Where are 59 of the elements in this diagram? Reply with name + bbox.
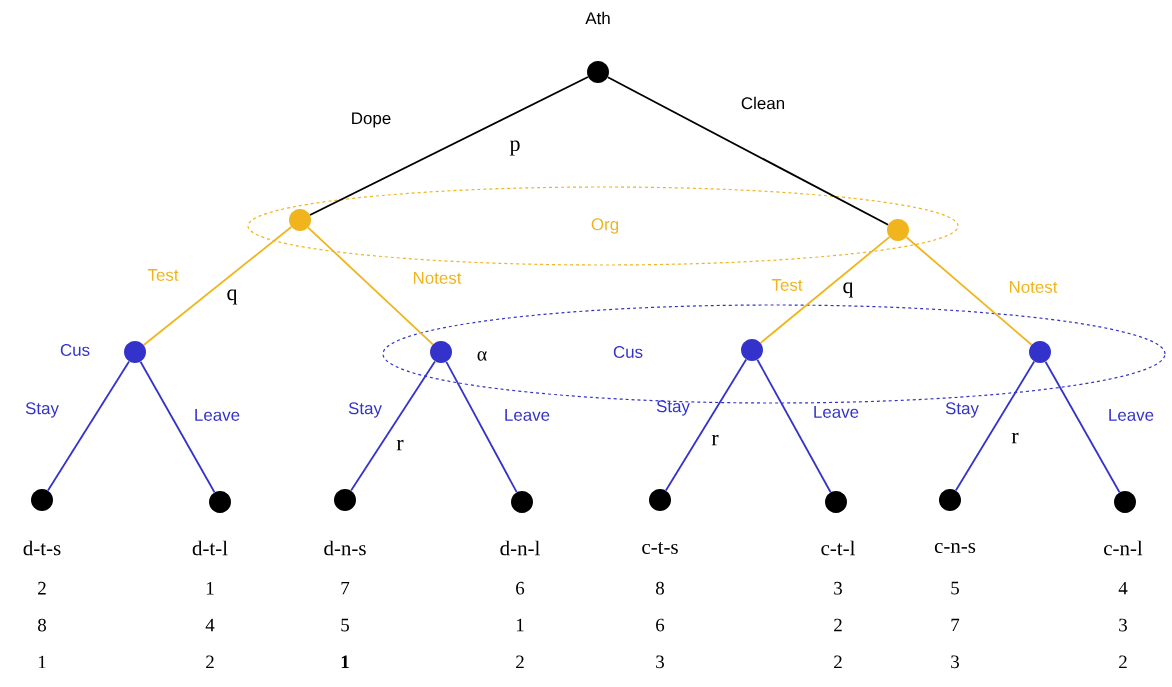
decision-dot [741, 339, 763, 361]
payoff-column: 3 2 2 [834, 581, 842, 669]
branch-line [309, 76, 589, 216]
branch-line [664, 358, 748, 492]
branch-line [759, 236, 891, 344]
action-label: Stay [348, 402, 382, 418]
branch-line [1044, 360, 1121, 494]
player-label: Org [591, 218, 619, 234]
action-label: Test [147, 269, 179, 281]
branch-line [905, 236, 1033, 346]
branch-line [307, 226, 434, 346]
outcome-label: d-n-s [324, 540, 366, 556]
player-label: Cus [613, 346, 643, 358]
action-label: Leave [195, 409, 240, 421]
payoff-column: 4 3 2 [1118, 581, 1128, 669]
player-label: Ath [585, 11, 610, 25]
action-label: Stay [25, 402, 59, 418]
decision-dot [887, 219, 909, 241]
outcome-label: c-n-s [934, 542, 976, 553]
outcome-label: c-t-l [821, 540, 855, 556]
probability-label: q [843, 282, 854, 298]
branch-line [756, 358, 832, 494]
payoff-column: 8 6 3 [656, 581, 665, 669]
action-label: Dope [352, 112, 391, 128]
probability-label: r [1011, 432, 1019, 444]
payoff-column: 7 5 1 [341, 581, 350, 669]
probability-label: q [227, 289, 238, 305]
payoff-column: 2 8 1 [38, 581, 46, 669]
action-label: Notest [1009, 281, 1058, 293]
action-label: Leave [505, 409, 550, 421]
branch-line [607, 76, 889, 226]
probability-label: r [396, 439, 404, 451]
branch-line [47, 360, 130, 492]
action-label: Test [771, 279, 803, 291]
probability-label: p [509, 140, 520, 156]
action-label: Leave [814, 406, 859, 418]
action-label: Leave [1109, 409, 1154, 421]
branch-line [139, 360, 216, 494]
outcome-label: c-t-s [642, 542, 678, 554]
action-label: Stay [945, 402, 979, 418]
decision-dot [289, 209, 311, 231]
action-label: Stay [656, 400, 690, 416]
player-label: Cus [60, 344, 90, 356]
outcome-label: d-t-s [23, 540, 61, 556]
branch-line [954, 360, 1036, 492]
payoff-column: 1 4 2 [205, 581, 215, 669]
action-label: Notest [413, 272, 462, 284]
action-label: Clean [741, 96, 784, 110]
branch-line [445, 360, 518, 494]
decision-dot [1029, 341, 1051, 363]
belief-label: α [477, 351, 487, 361]
branch-line [350, 360, 436, 492]
probability-label: r [711, 434, 719, 446]
outcome-label: d-t-l [192, 540, 228, 556]
branch-line [142, 226, 293, 346]
outcome-label: d-n-l [500, 540, 540, 556]
outcome-label: c-n-l [1104, 540, 1143, 556]
payoff-column: 6 1 2 [516, 581, 525, 669]
payoff-column: 5 7 3 [951, 581, 960, 669]
